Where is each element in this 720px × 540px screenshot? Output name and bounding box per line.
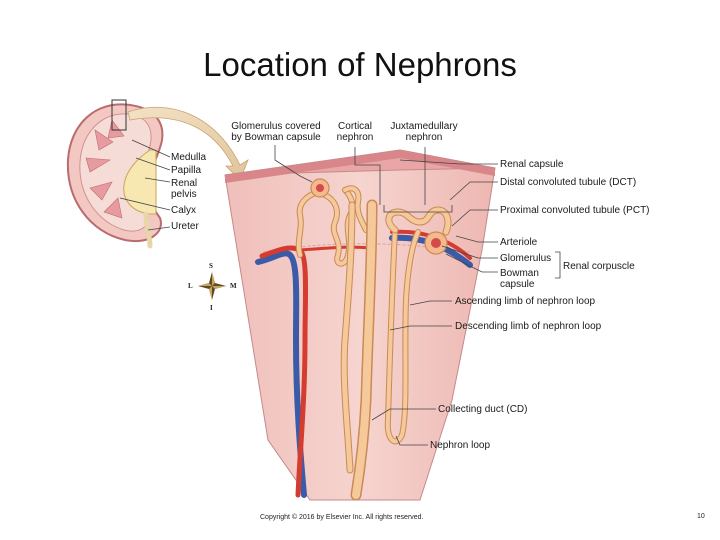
label-renal-pelvis-line1: Renal bbox=[171, 178, 198, 189]
compass-rose bbox=[198, 272, 226, 300]
label-renal-pelvis-line2: pelvis bbox=[171, 189, 197, 200]
page-number: 10 bbox=[697, 513, 705, 520]
slide-title: Location of Nephrons bbox=[203, 46, 517, 83]
collecting-ducts bbox=[340, 199, 378, 501]
leader-lines bbox=[119, 139, 561, 446]
label-descending-limb: Descending limb of nephron loop bbox=[455, 321, 602, 332]
label-renal-corpuscle: Renal corpuscle bbox=[563, 261, 635, 272]
label-glomerulus-covered-line2: by Bowman capsule bbox=[231, 132, 321, 143]
kidney-cross-section bbox=[66, 99, 164, 249]
label-glomerulus: Glomerulus bbox=[500, 253, 552, 264]
label-juxtamedullary-line2: nephron bbox=[405, 132, 443, 143]
label-calyx: Calyx bbox=[171, 205, 197, 216]
label-collecting-duct: Collecting duct (CD) bbox=[438, 404, 528, 415]
label-arteriole: Arteriole bbox=[500, 237, 538, 248]
label-pct: Proximal convoluted tubule (PCT) bbox=[500, 205, 650, 216]
label-cortical-nephron-line1: Cortical bbox=[338, 121, 372, 132]
compass-lateral: L bbox=[188, 282, 193, 290]
label-bowman-capsule-line1: Bowman bbox=[500, 268, 539, 279]
label-glomerulus-covered-line1: Glomerulus covered bbox=[231, 121, 321, 132]
label-juxtamedullary-line1: Juxtamedullary bbox=[390, 121, 458, 132]
compass-inferior: I bbox=[210, 304, 213, 312]
label-papilla: Papilla bbox=[171, 165, 202, 176]
label-nephron-loop: Nephron loop bbox=[430, 440, 491, 451]
label-cortical-nephron-line2: nephron bbox=[336, 132, 374, 143]
label-dct: Distal convoluted tubule (DCT) bbox=[500, 177, 637, 188]
compass-superior: S bbox=[209, 262, 213, 270]
label-medulla: Medulla bbox=[171, 152, 207, 163]
label-renal-capsule: Renal capsule bbox=[500, 159, 564, 170]
label-ascending-limb: Ascending limb of nephron loop bbox=[455, 296, 596, 307]
label-bowman-capsule-line2: capsule bbox=[500, 279, 535, 290]
compass-medial: M bbox=[230, 282, 237, 290]
label-ureter: Ureter bbox=[171, 221, 199, 232]
copyright-notice: Copyright © 2016 by Elsevier Inc. All ri… bbox=[260, 514, 424, 521]
juxtamedullary-nephron bbox=[384, 206, 452, 445]
